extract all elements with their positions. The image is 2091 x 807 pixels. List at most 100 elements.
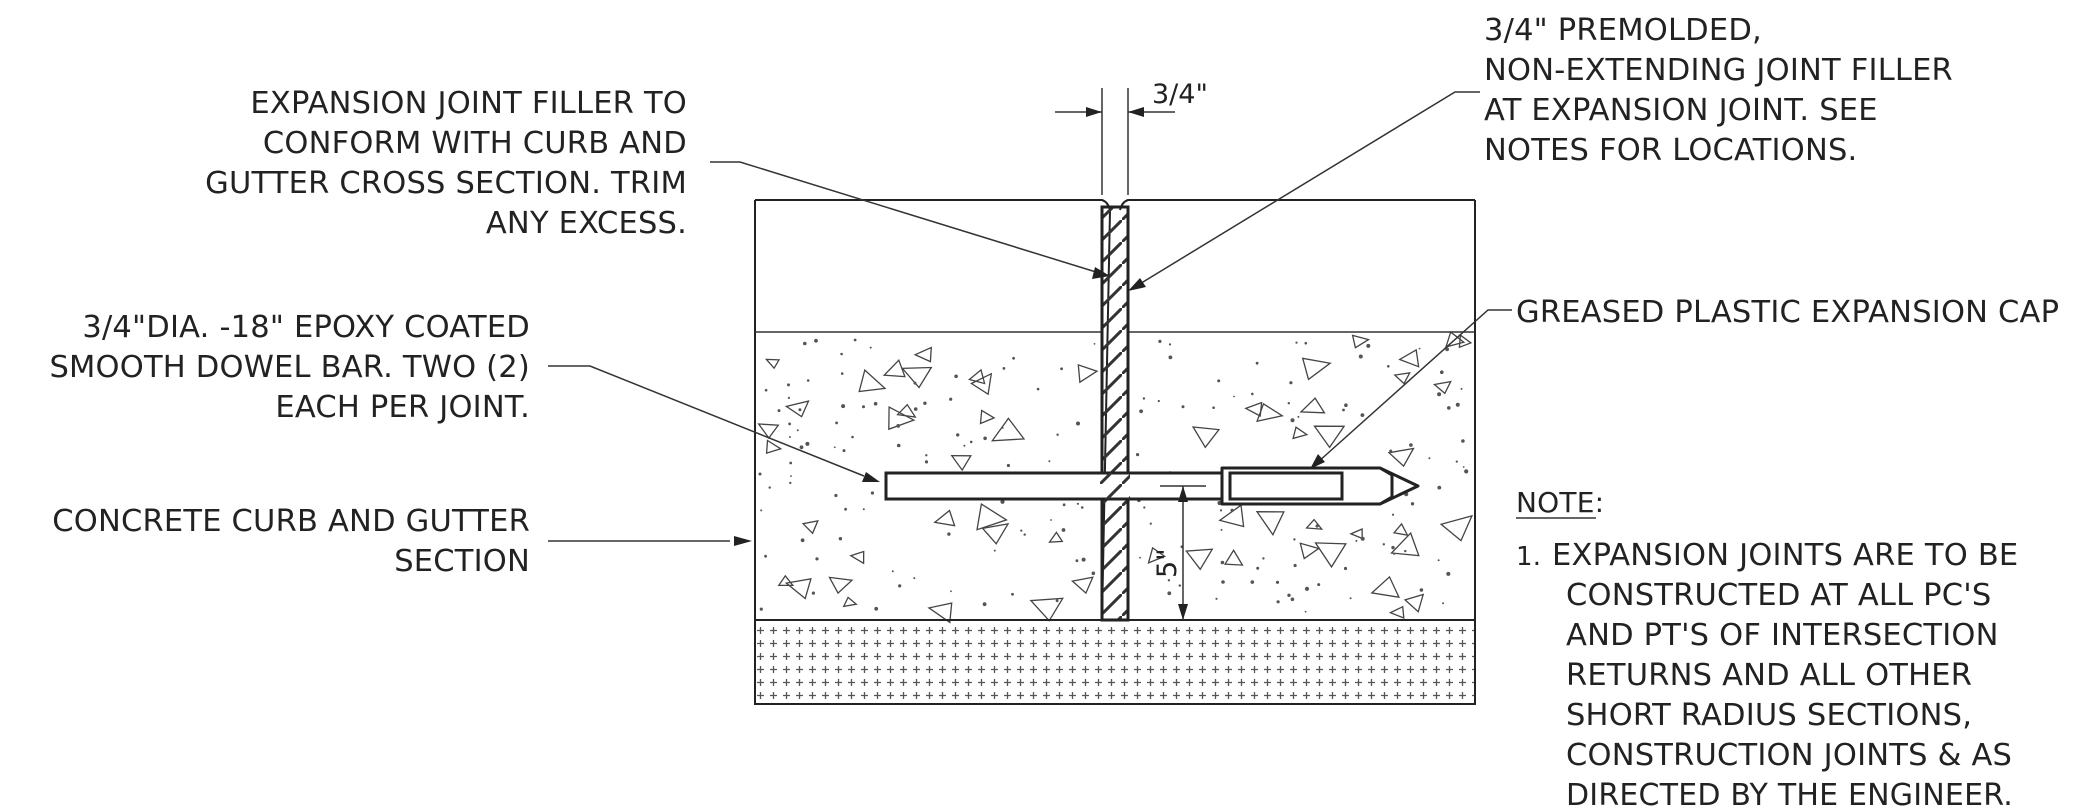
aggregate-stone: [976, 503, 1008, 531]
joint-width-value: 3/4": [1152, 79, 1208, 110]
aggregate-dot: [1317, 583, 1321, 587]
aggregate-dot: [873, 401, 878, 406]
aggregate-stone: [1392, 522, 1409, 536]
aggregate-dot: [1419, 588, 1424, 592]
aggregate-stone: [765, 439, 783, 454]
aggregate-dot: [851, 435, 854, 439]
note-heading: NOTE:: [1516, 486, 1604, 519]
aggregate-dot: [1437, 485, 1442, 490]
aggregate-dot: [1393, 552, 1396, 555]
aggregate-dot: [1178, 584, 1182, 587]
aggregate-stone: [882, 359, 906, 378]
aggregate-stone: [968, 368, 986, 385]
aggregate-dot: [923, 401, 927, 405]
aggregate-dot: [1220, 528, 1223, 531]
aggregate-dot: [874, 606, 879, 611]
svg-text:3/4" PREMOLDED,: 3/4" PREMOLDED,: [1484, 13, 1762, 48]
aggregate-dot: [1157, 399, 1160, 403]
callout-concrete-section: CONCRETE CURB AND GUTTER SECTION: [52, 504, 530, 579]
aggregate-dot: [1342, 408, 1345, 412]
aggregate-dot: [896, 424, 901, 428]
aggregate-dot: [1076, 502, 1079, 505]
aggregate-dot: [1251, 392, 1254, 396]
aggregate-dot: [1409, 443, 1413, 447]
aggregate-stone: [1255, 511, 1285, 536]
aggregate-stone: [1048, 531, 1064, 543]
aggregate-stone: [1314, 542, 1347, 569]
leader-lines: [548, 91, 1512, 546]
aggregate-dot: [1215, 597, 1218, 600]
aggregate-dot: [790, 475, 792, 477]
note-number: 1.: [1516, 542, 1541, 572]
aggregate-stone: [764, 358, 781, 370]
aggregate-dot: [803, 341, 807, 346]
aggregate-stone: [1299, 542, 1321, 560]
aggregate-dot: [1060, 367, 1063, 371]
aggregate-stone: [849, 550, 865, 565]
aggregate-dot: [1304, 341, 1308, 345]
aggregate-stone: [1388, 605, 1405, 619]
aggregate-dot: [758, 472, 762, 476]
aggregate-dot: [838, 537, 843, 541]
aggregate-dot: [1255, 361, 1259, 365]
aggregate-stone: [1070, 576, 1094, 595]
aggregate-dot: [1139, 556, 1141, 559]
aggregate-stone: [784, 577, 812, 600]
aggregate-dot: [1410, 502, 1415, 506]
aggregate-stone: [842, 596, 858, 608]
aggregate-dot: [913, 577, 916, 580]
aggregate-dot: [777, 409, 781, 413]
aggregate-dot: [841, 404, 846, 409]
aggregate-dot: [759, 607, 763, 611]
aggregate-dot: [1167, 579, 1171, 582]
aggregate-dot: [949, 397, 953, 401]
aggregate-dot: [1011, 592, 1014, 596]
aggregate-dot: [1212, 406, 1215, 410]
svg-text:GUTTER CROSS SECTION. TRIM: GUTTER CROSS SECTION. TRIM: [205, 166, 687, 201]
aggregate-dot: [1061, 528, 1066, 532]
aggregate-stone: [1398, 348, 1420, 368]
aggregate-stone: [801, 520, 819, 535]
aggregate-stone: [757, 423, 780, 440]
aggregate-dot: [1139, 409, 1143, 414]
aggregate-dot: [1455, 460, 1458, 463]
aggregate-stone: [913, 346, 933, 363]
aggregate-dot: [1418, 347, 1421, 350]
aggregate-dot: [1366, 343, 1371, 348]
svg-text:EXPANSION JOINT FILLER TO: EXPANSION JOINT FILLER TO: [250, 86, 687, 121]
aggregate-dot: [1304, 610, 1307, 613]
aggregate-dot: [1304, 586, 1310, 591]
aggregate-dot: [1250, 580, 1255, 584]
aggregate-dot: [787, 396, 791, 399]
aggregate-dot: [950, 590, 952, 593]
aggregate-dot: [1093, 343, 1096, 345]
svg-text:EACH PER JOINT.: EACH PER JOINT.: [275, 390, 530, 425]
aggregate-dot: [1219, 509, 1223, 512]
aggregate-dot: [1221, 580, 1225, 584]
aggregate-dot: [789, 461, 793, 465]
aggregate-stone: [1432, 380, 1452, 395]
aggregate-stone: [990, 417, 1026, 442]
aggregate-stone: [1351, 334, 1371, 349]
curb-gutter-section: [754, 199, 1476, 705]
svg-text:CONFORM WITH CURB AND: CONFORM WITH CURB AND: [263, 126, 687, 161]
aggregate-dot: [800, 538, 805, 543]
aggregate-stone: [1185, 548, 1214, 571]
aggregate-dot: [1062, 503, 1066, 507]
aggregate-stone: [1299, 397, 1326, 414]
aggregate-dot: [1295, 341, 1298, 344]
aggregate-dot: [806, 379, 810, 382]
aggregate-dot: [969, 440, 973, 444]
joint-width-dimension: 3/4": [1055, 79, 1208, 195]
aggregate-dot: [1136, 453, 1140, 457]
aggregate-stone: [979, 409, 996, 425]
aggregate-stone: [1393, 371, 1411, 385]
aggregate-stone: [896, 403, 917, 418]
aggregate-stone: [1029, 597, 1064, 622]
aggregate-dot: [1000, 499, 1005, 504]
svg-text:AT EXPANSION JOINT. SEE: AT EXPANSION JOINT. SEE: [1484, 93, 1878, 128]
aggregate-dot: [898, 584, 902, 588]
aggregate-stone: [1147, 546, 1167, 564]
aggregate-dot: [1167, 591, 1172, 596]
